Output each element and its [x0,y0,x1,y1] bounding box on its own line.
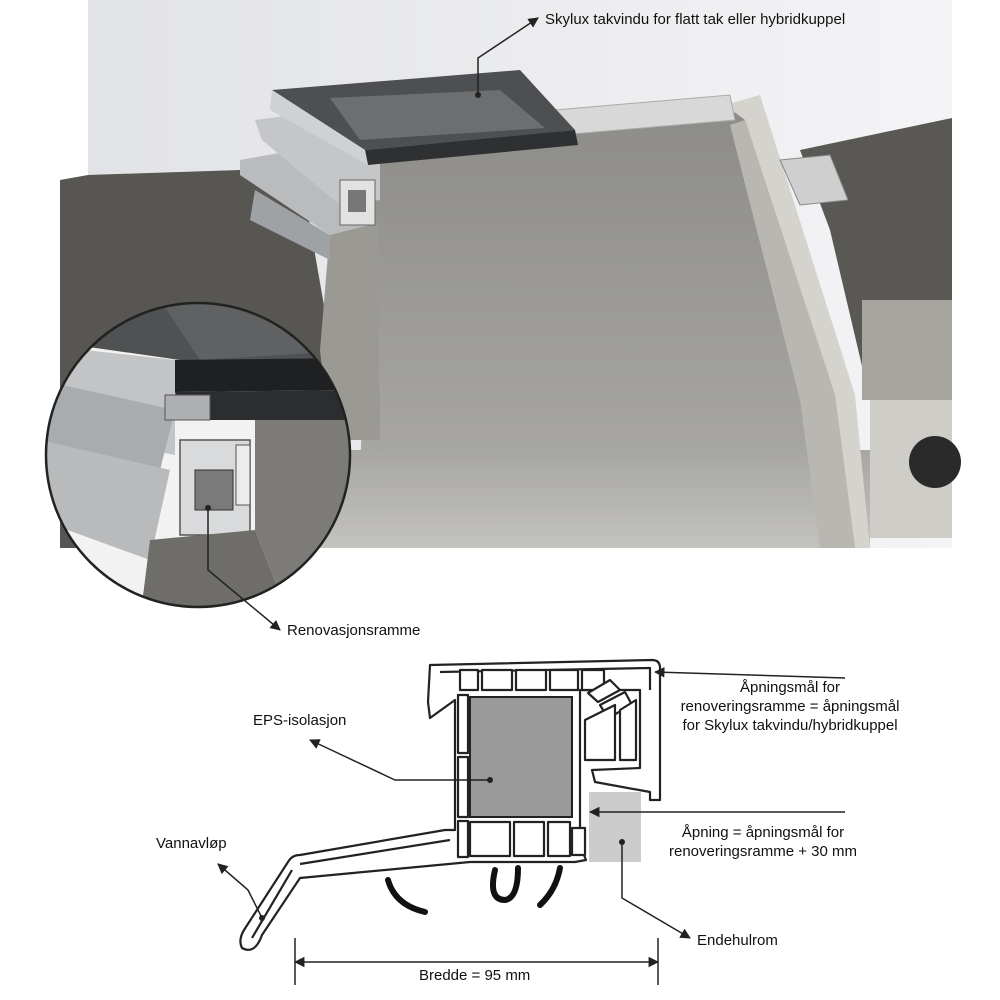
gaskets [385,865,563,915]
label-aapningsmaal-line1: Åpningsmål for [739,679,841,696]
render-3d [60,0,961,548]
label-skylux: Skylux takvindu for flatt tak eller hybr… [545,11,846,28]
label-aapning-line1: Åpning = åpningsmål for [681,824,845,841]
label-aapning: Åpning = åpningsmål for renoveringsramme… [648,823,878,861]
label-aapningsmaal: Åpningsmål for renoveringsramme = åpning… [665,678,915,735]
label-aapningsmaal-line3: for Skylux takvindu/hybridkuppel [682,717,898,734]
label-endehulrom: Endehulrom [697,932,778,949]
right-upstand [725,95,870,548]
shaft-back-wall [360,112,850,480]
label-aapningsmaal-line2: renoveringsramme = åpningsmål [680,698,900,715]
eps-insulation [469,696,573,818]
label-eps: EPS-isolasjon [253,712,347,729]
label-bredde: Bredde = 95 mm [419,967,531,984]
leader-dots [205,92,625,921]
label-renovasjonsramme: Renovasjonsramme [287,622,421,639]
leader-lines [207,17,846,985]
left-upstand [320,222,380,440]
shaft-base [320,450,870,548]
end-cavity [589,792,641,862]
label-aapning-line2: renoveringsramme + 30 mm [669,843,857,860]
label-vannavloep: Vannavløp [156,835,227,852]
